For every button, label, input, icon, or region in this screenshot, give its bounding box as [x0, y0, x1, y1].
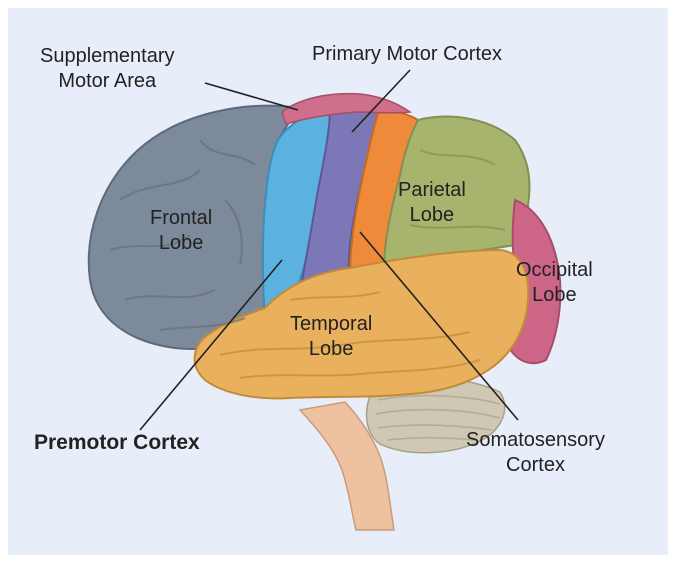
label-temporal-lobe-line2: Lobe	[290, 337, 372, 362]
label-frontal-lobe-line2: Lobe	[150, 231, 212, 256]
label-parietal-lobe-line1: Parietal	[398, 178, 466, 203]
label-frontal-lobe-line1: Frontal	[150, 206, 212, 231]
label-primary-motor-cortex-text: Primary Motor Cortex	[312, 42, 502, 67]
label-supplementary-motor-area-line1: Supplementary	[40, 44, 175, 69]
label-frontal-lobe: Frontal Lobe	[150, 206, 212, 256]
label-somatosensory-cortex: Somatosensory Cortex	[466, 428, 605, 478]
label-temporal-lobe: Temporal Lobe	[290, 312, 372, 362]
label-occipital-lobe-line1: Occipital	[516, 258, 593, 283]
label-parietal-lobe-line2: Lobe	[398, 203, 466, 228]
label-somatosensory-cortex-line2: Cortex	[466, 453, 605, 478]
label-occipital-lobe-line2: Lobe	[516, 283, 593, 308]
label-supplementary-motor-area-line2: Motor Area	[40, 69, 175, 94]
label-temporal-lobe-line1: Temporal	[290, 312, 372, 337]
label-somatosensory-cortex-line1: Somatosensory	[466, 428, 605, 453]
label-premotor-cortex: Premotor Cortex	[34, 430, 200, 455]
label-occipital-lobe: Occipital Lobe	[516, 258, 593, 308]
label-premotor-cortex-text: Premotor Cortex	[34, 430, 200, 455]
label-primary-motor-cortex: Primary Motor Cortex	[312, 42, 502, 67]
label-supplementary-motor-area: Supplementary Motor Area	[40, 44, 175, 94]
label-parietal-lobe: Parietal Lobe	[398, 178, 466, 228]
